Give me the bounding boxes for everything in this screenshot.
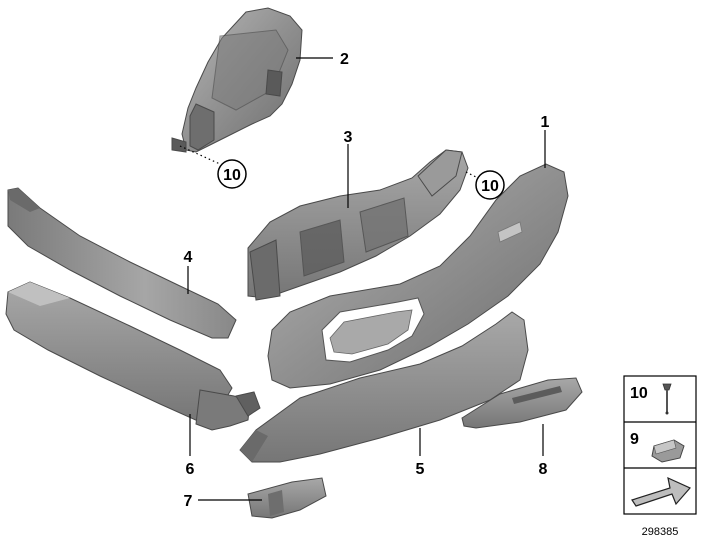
- callout-6: 6: [186, 461, 195, 478]
- callout-3: 3: [344, 129, 353, 146]
- part-6-lower-trim: [5, 281, 261, 431]
- callout-5: 5: [416, 461, 425, 478]
- legend-number-10: 10: [630, 385, 648, 402]
- callout-4: 4: [184, 249, 193, 266]
- part-8-small-trim: [461, 377, 583, 429]
- callout-10-circle-top: [217, 159, 247, 189]
- part-2-rear-cover: [171, 7, 303, 153]
- direction-arrow-icon: [631, 476, 691, 507]
- hardware-legend: 10 9: [623, 375, 697, 515]
- callout-10-right: 10: [481, 178, 499, 195]
- part-7-clip-cover: [247, 477, 327, 519]
- callout-10-circle-right: [475, 170, 505, 200]
- part-1-side-panel: [267, 163, 569, 389]
- clip-nut-icon: [651, 439, 685, 463]
- callout-1: 1: [541, 114, 550, 131]
- part-3-inner-trim: [247, 149, 469, 301]
- callout-10-top: 10: [223, 167, 241, 184]
- rivet-icon: [662, 383, 672, 415]
- callout-2: 2: [340, 51, 349, 68]
- callout-7: 7: [184, 493, 193, 510]
- part-5-front-trim: [239, 311, 529, 463]
- callout-8: 8: [539, 461, 548, 478]
- part-4-upper-trim: [7, 187, 237, 339]
- legend-number-9: 9: [630, 431, 639, 448]
- diagram-reference-number: 298385: [642, 526, 679, 538]
- leader-lines: [179, 57, 546, 501]
